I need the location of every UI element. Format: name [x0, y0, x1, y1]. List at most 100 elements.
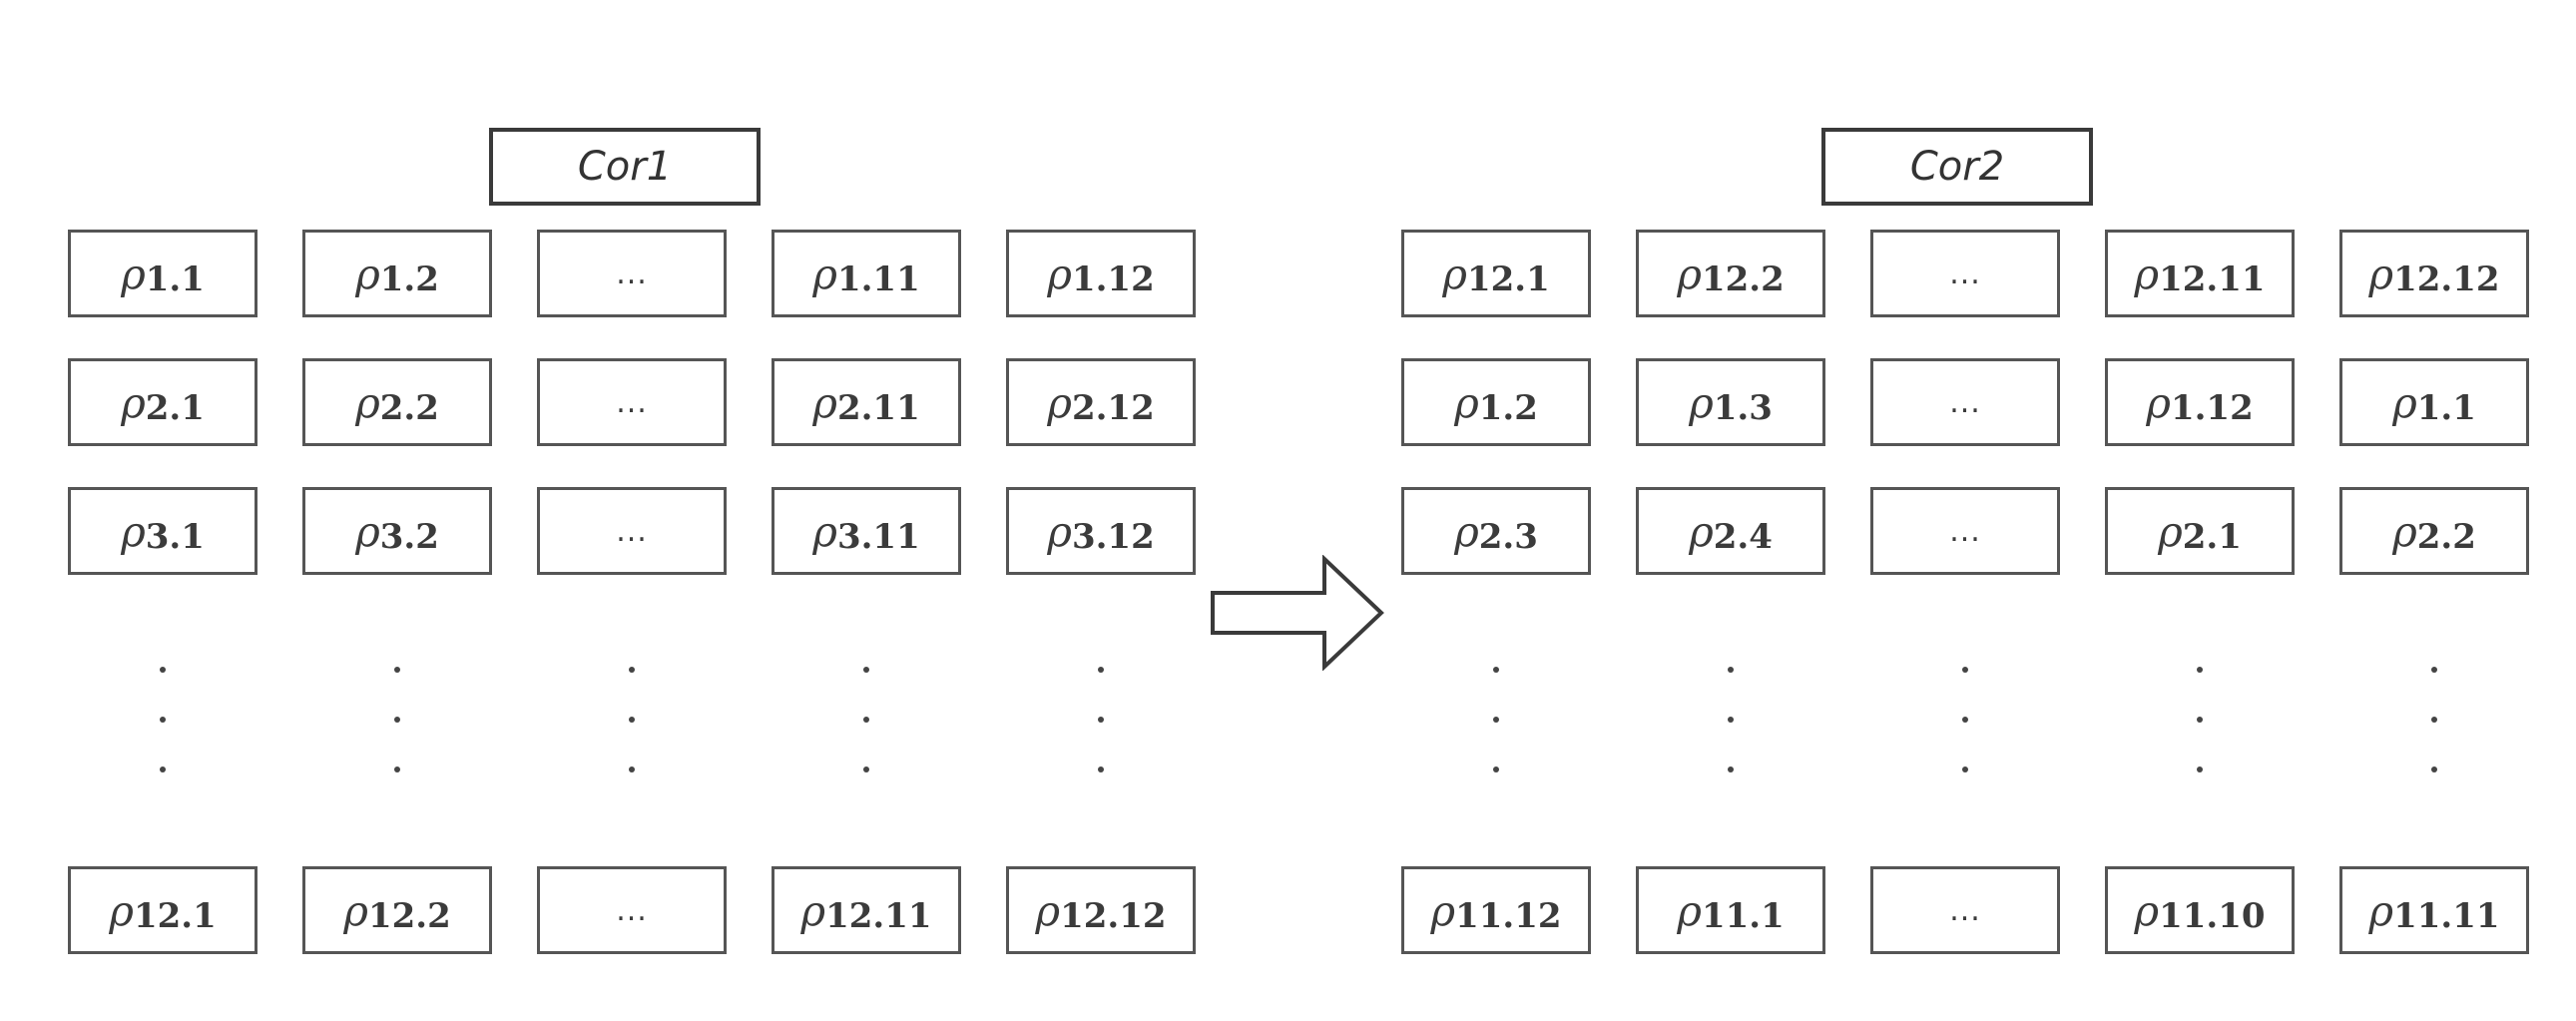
cell-subscript: 1.12 [1071, 259, 1155, 299]
rho-symbol: ρ [2134, 885, 2160, 935]
rho-symbol: ρ [355, 377, 380, 427]
cell-subscript: 1.12 [2170, 388, 2254, 428]
cell-subscript: 11.11 [2393, 896, 2500, 936]
dot [863, 667, 869, 673]
matrix-cell: ... [537, 866, 727, 954]
dot [2197, 717, 2203, 723]
dot [1962, 766, 1968, 772]
cor1-title: Cor1 [489, 128, 761, 206]
rho-symbol: ρ [2368, 249, 2394, 298]
vertical-ellipsis-icon [856, 667, 876, 772]
dot [629, 717, 635, 723]
cell-subscript: 12.2 [367, 896, 451, 936]
matrix-cell: ... [1870, 230, 2060, 317]
dot [1493, 717, 1499, 723]
dot [863, 717, 869, 723]
dot [1098, 766, 1104, 772]
rho-symbol: ρ [1047, 377, 1072, 427]
cell-subscript: 12.2 [1701, 259, 1785, 299]
dot [394, 717, 400, 723]
rho-symbol: ρ [2392, 506, 2417, 556]
dot [1493, 766, 1499, 772]
rho-symbol: ρ [1430, 885, 1456, 935]
rho-symbol: ρ [121, 249, 146, 298]
ellipsis-text: ... [1949, 384, 1981, 420]
dot [1962, 667, 1968, 673]
vertical-ellipsis-icon [622, 667, 642, 772]
cell-subscript: 3.2 [379, 517, 439, 557]
dot [1728, 667, 1734, 673]
rho-symbol: ρ [343, 885, 368, 935]
cell-subscript: 1.11 [836, 259, 920, 299]
rho-symbol: ρ [121, 506, 146, 556]
dot [2431, 667, 2437, 673]
rho-symbol: ρ [812, 249, 837, 298]
cell-subscript: 2.3 [1478, 517, 1538, 557]
vertical-ellipsis-icon [1721, 667, 1741, 772]
rho-symbol: ρ [1677, 885, 1702, 935]
dot [629, 667, 635, 673]
rho-symbol: ρ [1454, 506, 1479, 556]
cell-subscript: 1.2 [1478, 388, 1538, 428]
dot [1962, 717, 1968, 723]
rho-symbol: ρ [2158, 506, 2183, 556]
rho-symbol: ρ [2368, 885, 2394, 935]
ellipsis-text: ... [616, 255, 648, 291]
rho-symbol: ρ [812, 506, 837, 556]
vertical-ellipsis-icon [1486, 667, 1506, 772]
cell-subscript: 12.11 [825, 896, 932, 936]
ellipsis-text: ... [1949, 892, 1981, 928]
matrix-cell: ... [537, 358, 727, 446]
rho-symbol: ρ [121, 377, 146, 427]
rho-symbol: ρ [1047, 506, 1072, 556]
cell-subscript: 1.3 [1713, 388, 1773, 428]
cell-subscript: 12.11 [2159, 259, 2266, 299]
cell-subscript: 2.11 [836, 388, 920, 428]
cell-subscript: 12.12 [2393, 259, 2500, 299]
cell-subscript: 2.4 [1713, 517, 1773, 557]
cell-subscript: 2.1 [2182, 517, 2242, 557]
dot [2431, 766, 2437, 772]
dot [629, 766, 635, 772]
dot [160, 717, 166, 723]
matrix-cell: ... [1870, 358, 2060, 446]
matrix-cell: ... [1870, 487, 2060, 575]
ellipsis-text: ... [616, 513, 648, 549]
cell-subscript: 12.1 [133, 896, 217, 936]
matrix-cell: ... [1870, 866, 2060, 954]
rho-symbol: ρ [2134, 249, 2160, 298]
rho-symbol: ρ [1035, 885, 1061, 935]
rho-symbol: ρ [1689, 506, 1714, 556]
rho-symbol: ρ [2146, 377, 2171, 427]
ellipsis-text: ... [616, 384, 648, 420]
rho-symbol: ρ [1442, 249, 1467, 298]
rho-symbol: ρ [1454, 377, 1479, 427]
ellipsis-text: ... [1949, 513, 1981, 549]
ellipsis-text: ... [616, 892, 648, 928]
cell-subscript: 1.2 [379, 259, 439, 299]
dot [1728, 766, 1734, 772]
dot [394, 667, 400, 673]
rho-symbol: ρ [1677, 249, 1702, 298]
